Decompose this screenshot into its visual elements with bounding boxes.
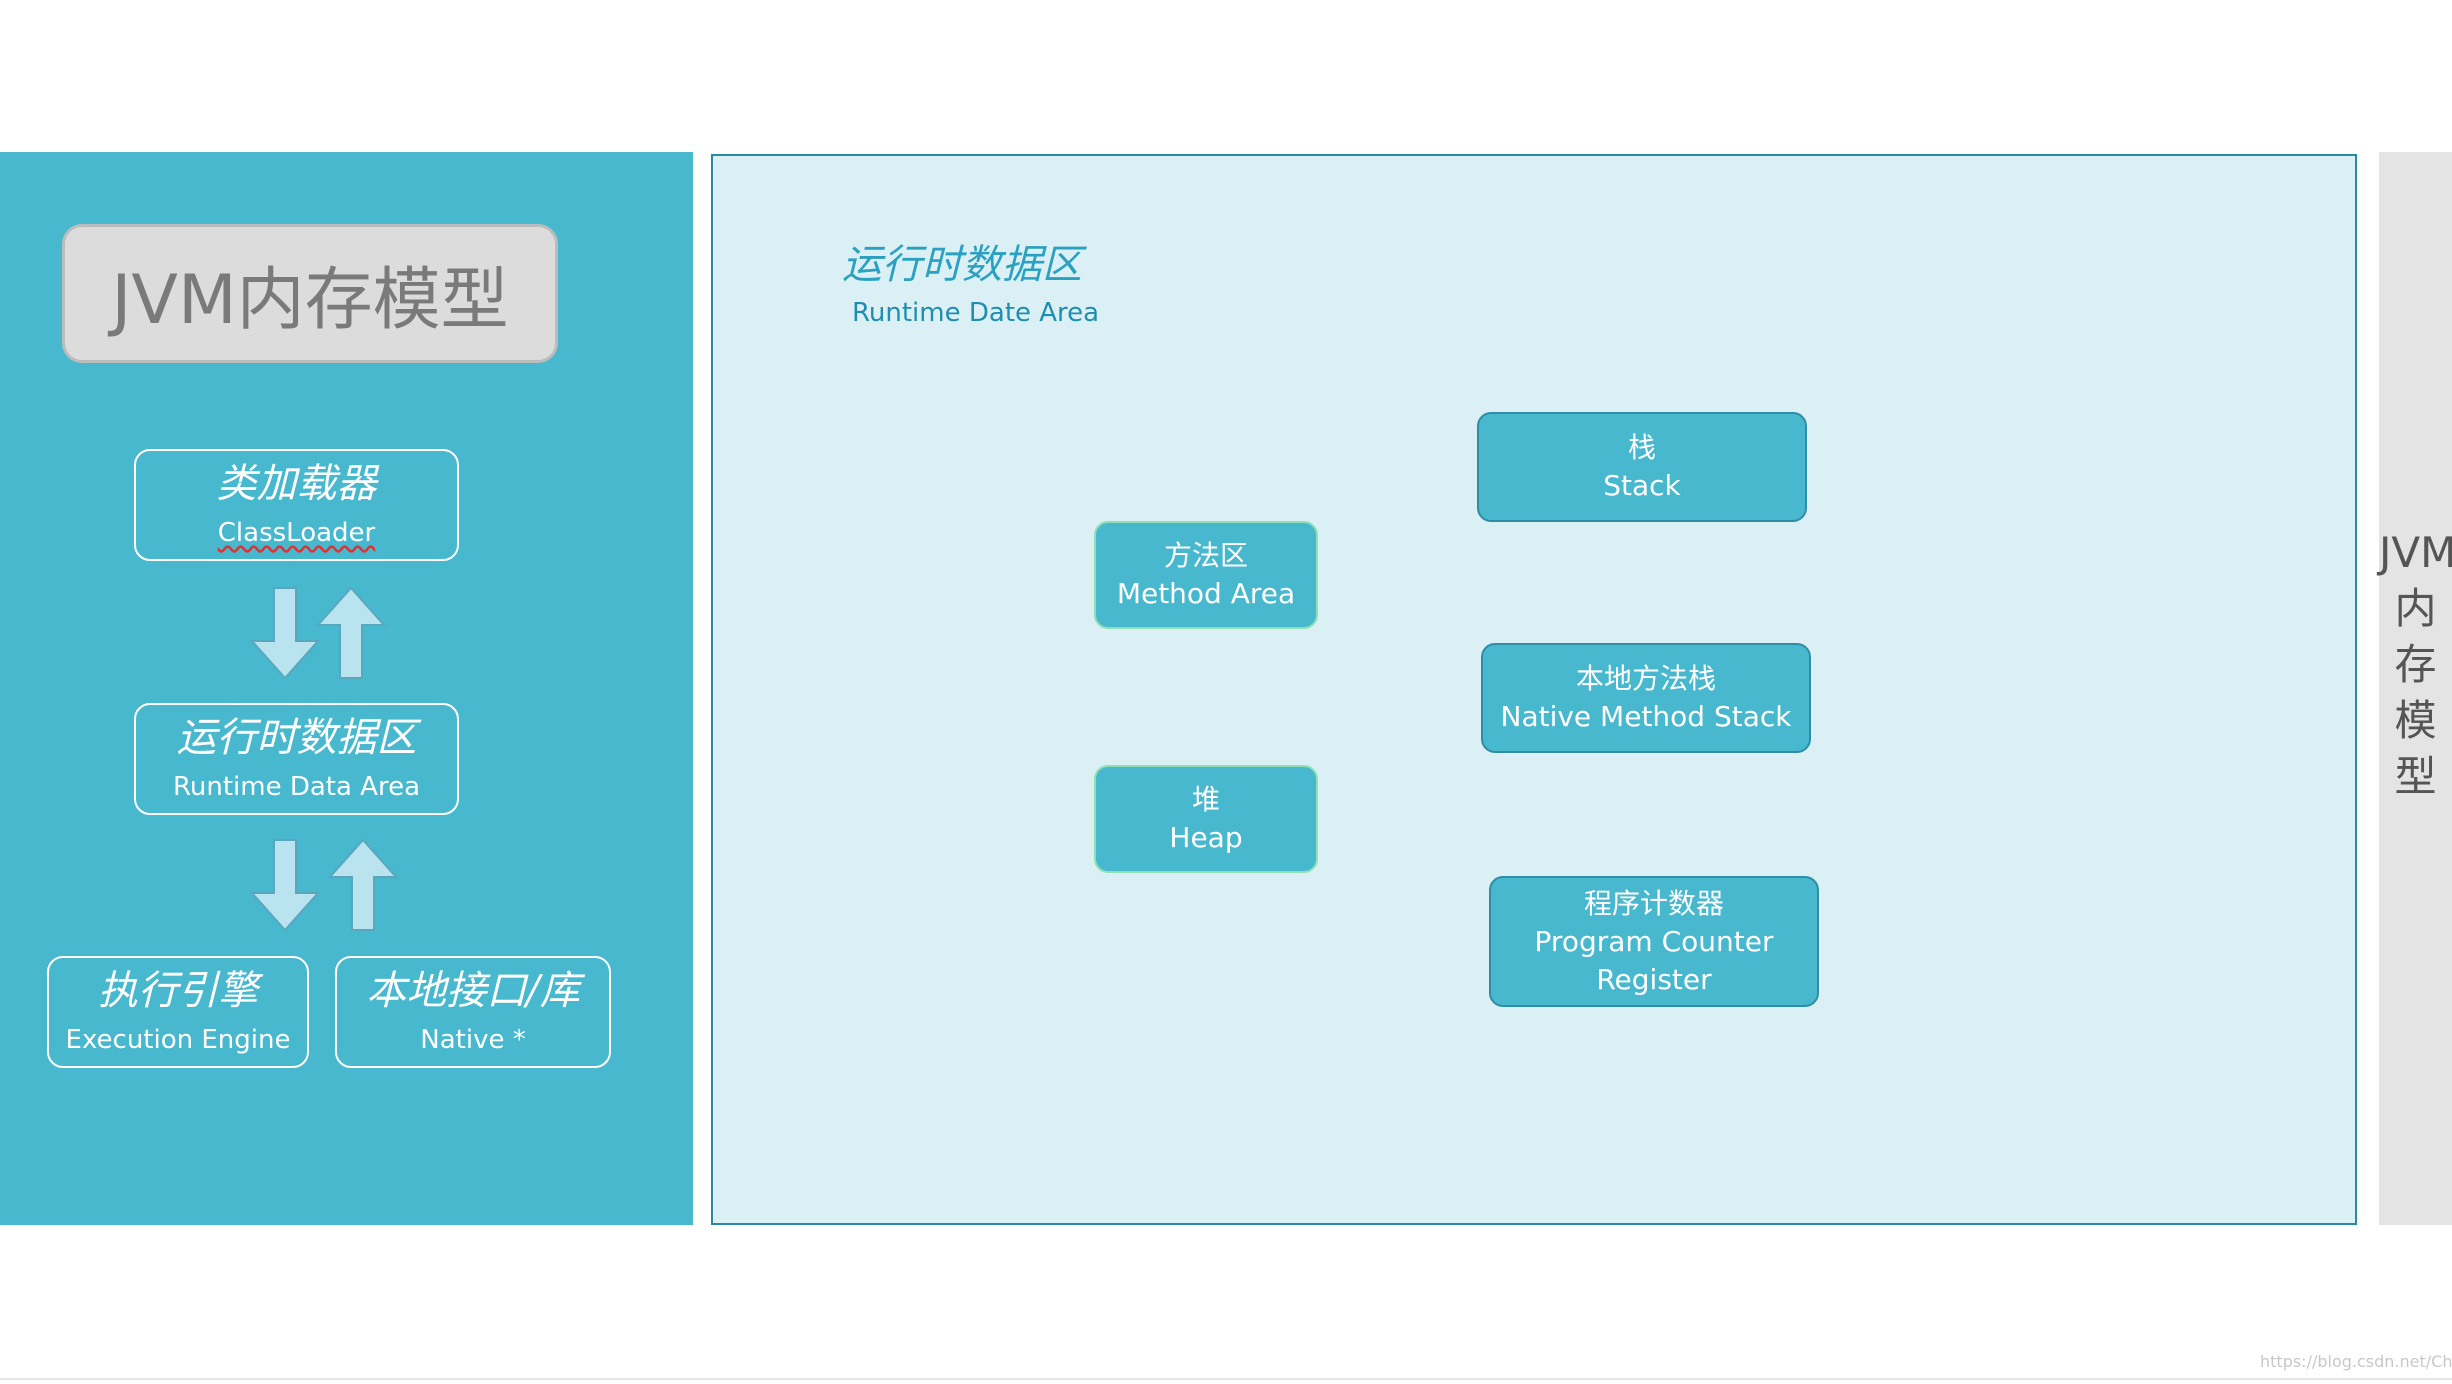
method-area-node: 方法区 Method Area [1094, 521, 1318, 629]
bottom-divider [0, 1378, 2452, 1380]
stack-node: 栈 Stack [1477, 412, 1807, 522]
classloader-cn: 类加载器 [216, 461, 377, 507]
heap-cn: 堆 [1191, 783, 1220, 816]
method-area-cn: 方法区 [1163, 539, 1248, 572]
stack-cn: 栈 [1627, 431, 1656, 464]
engine-cn: 执行引擎 [98, 968, 258, 1014]
bidirectional-arrow-icon [249, 586, 387, 680]
method-area-en: Method Area [1116, 577, 1296, 610]
heap-node: 堆 Heap [1094, 765, 1318, 873]
area-title-en: Runtime Date Area [852, 298, 1100, 328]
next-slide-title-line: JVM [2379, 528, 2452, 577]
heap-en: Heap [1169, 821, 1243, 854]
execution-engine-box: 执行引擎 Execution Engine [47, 956, 309, 1068]
program-counter-en: Program Counter [1534, 924, 1774, 958]
jvm-title: JVM内存模型 [111, 261, 509, 340]
next-slide-title-line: 型 [2394, 752, 2437, 801]
classloader-en: ClassLoader [217, 518, 376, 548]
next-slide-title-line: 模 [2394, 696, 2437, 745]
engine-en: Execution Engine [65, 1025, 291, 1055]
classloader-box: 类加载器 ClassLoader [134, 449, 459, 561]
program-counter-cn: 程序计数器 [1583, 886, 1724, 920]
runtime-en: Runtime Data Area [172, 772, 421, 802]
native-method-stack-node: 本地方法栈 Native Method Stack [1481, 643, 1811, 753]
native-cn: 本地接口/库 [366, 968, 580, 1014]
native-en: Native * [420, 1025, 526, 1055]
jvm-title-card: JVM内存模型 [62, 224, 558, 363]
program-counter-node: 程序计数器 Program Counter Register [1489, 876, 1819, 1007]
next-slide-title: JVM 内 存 模 型 [2379, 525, 2452, 805]
native-method-stack-en: Native Method Stack [1500, 700, 1792, 733]
native-interface-box: 本地接口/库 Native * [335, 956, 611, 1068]
next-slide-title-line: 存 [2394, 640, 2437, 689]
native-method-stack-cn: 本地方法栈 [1575, 662, 1716, 695]
runtime-cn: 运行时数据区 [176, 715, 417, 761]
next-slide-strip [2379, 152, 2452, 1225]
stack-en: Stack [1603, 469, 1681, 502]
area-title-cn: 运行时数据区 [842, 242, 1082, 288]
bidirectional-arrow-icon [249, 838, 399, 932]
program-counter-en2: Register [1596, 962, 1712, 996]
runtime-data-area-box: 运行时数据区 Runtime Data Area [134, 703, 459, 815]
watermark: https://blog.csdn.net/Che_c [2260, 1352, 2452, 1371]
next-slide-title-line: 内 [2394, 584, 2437, 633]
